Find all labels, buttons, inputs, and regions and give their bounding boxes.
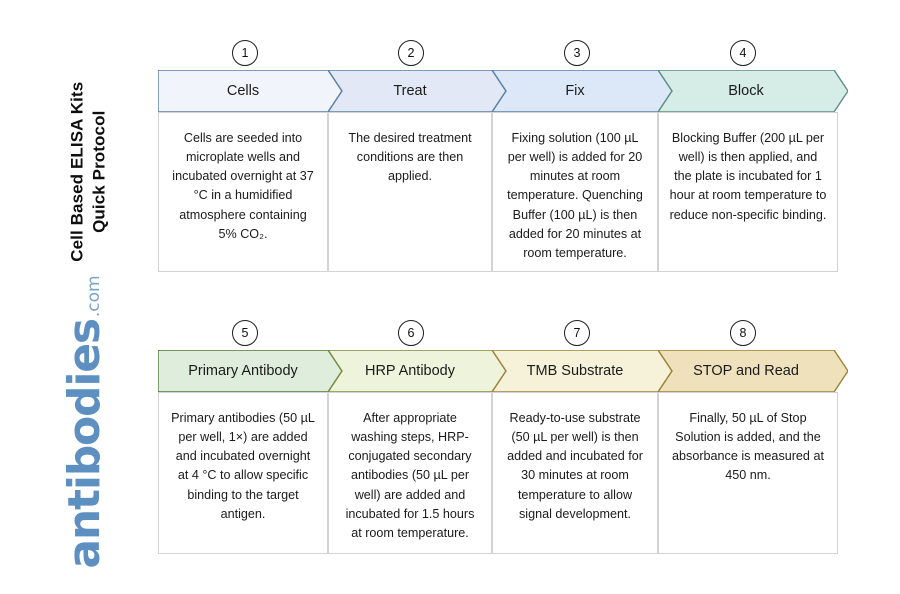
- step-header-label: Block: [728, 83, 764, 99]
- step-number-badge-4: 4: [730, 40, 756, 66]
- step-number-text: 7: [573, 325, 581, 340]
- step-number-text: 4: [739, 45, 747, 60]
- step-body-6: After appropriate washing steps, HRP-con…: [328, 392, 492, 554]
- step-number-badge-2: 2: [398, 40, 424, 66]
- step-header-label: Treat: [393, 83, 427, 99]
- step-body-8: Finally, 50 µL of Stop Solution is added…: [658, 392, 838, 554]
- step-header-band-row2: Primary Antibody HRP Antibody TMB Substrat…: [158, 350, 848, 392]
- step-body-text: Blocking Buffer (200 µL per well) is the…: [669, 131, 827, 222]
- step-number-text: 2: [407, 45, 415, 60]
- protocol-row-2: 5 6 7 8 Primary Antibody HRP Antibody TMB Sub…: [158, 320, 848, 554]
- step-header-fix[interactable]: Fix: [492, 70, 672, 112]
- step-header-label: STOP and Read: [693, 363, 799, 379]
- step-number-strip-row1: 1 2 3 4: [158, 40, 838, 70]
- step-number-text: 8: [739, 325, 747, 340]
- step-header-treat[interactable]: Treat: [328, 70, 506, 112]
- chevron-shape: [328, 350, 506, 392]
- step-body-5: Primary antibodies (50 µL per well, 1×) …: [158, 392, 328, 554]
- step-header-label: HRP Antibody: [364, 363, 455, 379]
- step-body-1: Cells are seeded into microplate wells a…: [158, 112, 328, 272]
- step-header-stop-and-read[interactable]: STOP and Read: [658, 350, 848, 392]
- chevron-shape: [658, 350, 848, 392]
- step-number-badge-8: 8: [730, 320, 756, 346]
- step-header-tmb-substrate[interactable]: TMB Substrate: [492, 350, 672, 392]
- step-body-3: Fixing solution (100 µL per well) is add…: [492, 112, 658, 272]
- step-header-label: Fix: [565, 83, 585, 99]
- step-body-band-row2: Primary antibodies (50 µL per well, 1×) …: [158, 392, 838, 554]
- step-header-band-row1: Cells Treat Fix Block: [158, 70, 848, 112]
- step-body-band-row1: Cells are seeded into microplate wells a…: [158, 112, 838, 272]
- step-header-primary-antibody[interactable]: Primary Antibody: [158, 350, 342, 392]
- step-header-cells[interactable]: Cells: [158, 70, 342, 112]
- step-body-4: Blocking Buffer (200 µL per well) is the…: [658, 112, 838, 272]
- protocol-row-1: 1 2 3 4 Cells Treat Fix Block Cells are seeded…: [158, 40, 848, 272]
- chevron-shape: [492, 70, 672, 112]
- chevron-shape: [658, 70, 848, 112]
- step-header-label: Primary Antibody: [188, 363, 298, 379]
- step-header-block[interactable]: Block: [658, 70, 848, 112]
- step-number-text: 1: [241, 45, 249, 60]
- step-header-label: TMB Substrate: [526, 363, 624, 379]
- step-number-badge-7: 7: [564, 320, 590, 346]
- step-number-badge-3: 3: [564, 40, 590, 66]
- step-body-text: Primary antibodies (50 µL per well, 1×) …: [171, 411, 315, 521]
- step-body-text: Ready-to-use substrate (50 µL per well) …: [507, 411, 643, 521]
- step-header-label: Cells: [226, 83, 260, 99]
- chevron-shape: [328, 70, 506, 112]
- step-header-hrp-antibody[interactable]: HRP Antibody: [328, 350, 506, 392]
- step-body-text: Finally, 50 µL of Stop Solution is added…: [672, 411, 824, 483]
- logo-domain-suffix: .com: [84, 275, 104, 318]
- step-number-badge-5: 5: [232, 320, 258, 346]
- step-number-text: 5: [241, 325, 249, 340]
- step-number-strip-row2: 5 6 7 8: [158, 320, 838, 350]
- step-body-text: The desired treatment conditions are the…: [348, 131, 472, 184]
- step-number-text: 3: [573, 45, 581, 60]
- step-body-text: Cells are seeded into microplate wells a…: [172, 131, 314, 241]
- step-body-text: After appropriate washing steps, HRP-con…: [345, 411, 475, 540]
- step-body-text: Fixing solution (100 µL per well) is add…: [507, 131, 643, 260]
- antibodies-logo: antibodies .com: [59, 275, 110, 569]
- step-body-2: The desired treatment conditions are the…: [328, 112, 492, 272]
- step-body-7: Ready-to-use substrate (50 µL per well) …: [492, 392, 658, 554]
- step-number-text: 6: [407, 325, 415, 340]
- step-number-badge-1: 1: [232, 40, 258, 66]
- chevron-shape: [492, 350, 672, 392]
- logo-wordmark: antibodies: [59, 319, 110, 569]
- step-number-badge-6: 6: [398, 320, 424, 346]
